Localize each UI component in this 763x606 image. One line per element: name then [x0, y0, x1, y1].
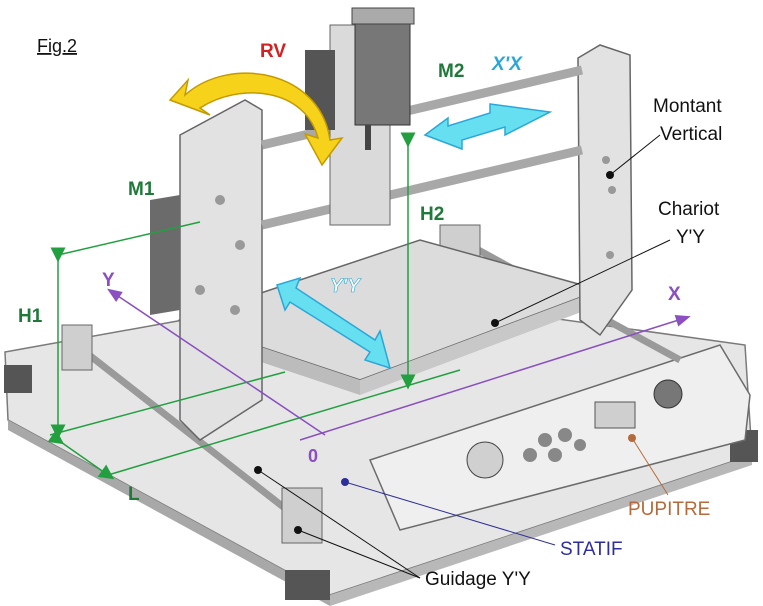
guide-rods-y: [61, 224, 682, 544]
label-h1: H1: [18, 306, 43, 327]
label-pupitre: PUPITRE: [628, 499, 710, 520]
leader-dot-pupitre: [628, 434, 636, 442]
label-rv: RV: [260, 41, 286, 62]
label-xx: X'X: [491, 54, 523, 75]
leader-pupitre: [631, 437, 669, 496]
rod-support-left: [61, 324, 93, 371]
rod-support-front: [281, 487, 323, 544]
panel-dial: [466, 441, 504, 479]
arrow-xx: [423, 103, 553, 151]
label-montant-2: Vertical: [660, 124, 722, 145]
label-montant-1: Montant: [653, 96, 722, 117]
leader-dot-chariot: [491, 319, 499, 327]
foot-left: [4, 365, 32, 393]
label-l: L: [128, 484, 140, 505]
panel-screen: [594, 401, 636, 429]
guide-rods-x: [260, 65, 584, 230]
control-panel: [368, 344, 751, 531]
label-m2: M2: [438, 61, 464, 82]
leader-statif: [344, 481, 556, 546]
upright-right: [577, 44, 633, 337]
upright-left: [150, 99, 263, 441]
label-guidage: Guidage Y'Y: [425, 569, 531, 590]
axes: [107, 288, 691, 441]
spindle-head: [305, 7, 415, 226]
arrow-yy: [276, 276, 392, 370]
label-m1: M1: [128, 179, 155, 200]
leader-lines: [257, 134, 671, 579]
panel-knob: [653, 379, 683, 409]
arrow-rv: [168, 72, 344, 167]
label-yy: Y'Y: [330, 276, 362, 297]
label-origin: 0: [308, 446, 318, 466]
figure-title: Fig.2: [37, 36, 77, 56]
motor-m1: [150, 195, 180, 315]
leader-dot-guidage-2: [294, 526, 302, 534]
label-x-axis: X: [668, 284, 681, 305]
spindle-motor: [354, 14, 411, 126]
label-h2: H2: [420, 204, 444, 225]
leader-dot-montant: [606, 171, 614, 179]
label-y-axis: Y: [102, 270, 115, 291]
foot-front: [285, 570, 330, 600]
leader-dot-guidage-1: [254, 466, 262, 474]
leader-dot-statif: [341, 478, 349, 486]
label-statif: STATIF: [560, 539, 623, 560]
label-chariot-1: Chariot: [658, 199, 720, 220]
label-chariot-2: Y'Y: [676, 227, 705, 248]
